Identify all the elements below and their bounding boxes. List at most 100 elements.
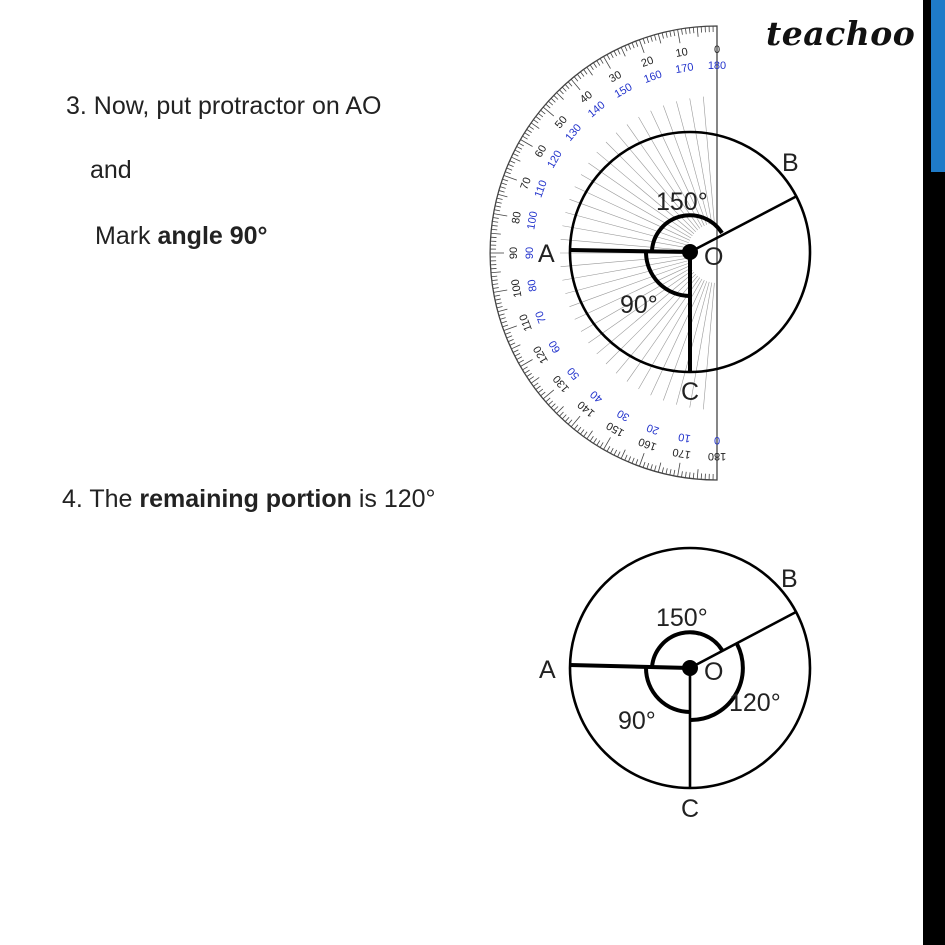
protractor-tick [570,415,581,428]
protractor-tick [492,283,499,285]
protractor-tick [613,449,618,456]
protractor-tick [491,279,498,282]
protractor-tick [493,213,508,217]
protractor-tick [537,388,544,394]
protractor-tick [500,182,507,186]
protractor-tick [603,437,611,450]
protractor-tick [514,352,521,357]
protractor-tick [496,197,503,200]
protractor-tick [499,317,506,320]
protractor-tick [507,338,514,343]
protractor-tick [688,472,691,479]
protractor-tick [646,463,650,470]
protractor-tick [498,190,505,193]
bottom-ray-ob [689,610,797,670]
protractor-tick [503,174,517,181]
protractor-tick [533,119,539,124]
protractor-inner-label: 0 [714,434,720,446]
protractor-tick [610,52,614,59]
protractor-ray [574,265,690,320]
protractor-tick [522,135,528,140]
protractor-inner-label: 160 [642,68,663,86]
protractor-tick [631,457,635,464]
bottom-angle-120: 120° [729,689,781,717]
protractor-tick [580,71,585,77]
protractor-tick [583,431,588,437]
protractor-ray [676,281,710,405]
protractor-tick [620,47,626,57]
protractor-outer-label: 20 [640,54,656,69]
protractor-tick [497,308,508,313]
protractor-tick [502,178,509,182]
protractor-tick [580,429,585,435]
protractor-tick [493,289,508,293]
protractor-outer-label: 160 [637,435,658,453]
protractor-tick [516,146,523,150]
protractor-ray [689,282,713,408]
protractor-tick [567,81,573,87]
bottom-arc-120 [689,643,745,723]
protractor-tick [520,359,533,367]
protractor-tick [518,142,524,147]
protractor-tick [556,92,564,100]
protractor-tick [522,366,528,371]
protractor-tick [669,30,672,37]
protractor-tick [550,403,556,409]
protractor-tick [603,56,611,69]
protractor-tick [502,324,509,328]
slide-accent-bar [931,0,945,172]
top-label-a: A [538,240,555,268]
protractor-tick [673,30,676,37]
protractor-tick [596,440,601,446]
protractor-tick [561,86,567,92]
bottom-label-a: A [539,656,556,684]
slide-edge-bar [923,0,945,945]
protractor-tick [685,28,687,35]
top-circle-figure: A B C O 150° 90° [538,130,812,406]
step4-instruction: 4. The remaining portion is 120° [62,485,436,513]
protractor-outer-scale: 0102030405060708090100110120130140150160… [508,44,726,462]
protractor-tick [553,95,559,100]
protractor-tick [599,58,604,64]
protractor-ray [638,116,703,228]
bottom-angle-150: 150° [656,604,708,632]
protractor-tick [530,377,540,384]
protractor-tick [692,27,695,34]
bottom-label-o: O [704,658,723,686]
top-label-b: B [782,149,799,177]
protractor-ray [596,151,695,234]
protractor-inner-label: 30 [615,407,632,424]
step3-and: and [90,156,132,184]
protractor-tick [665,31,668,38]
protractor-inner-label: 70 [533,309,548,325]
protractor-ray [569,262,689,307]
protractor-ray [562,225,688,249]
protractor-outer-label: 10 [675,46,689,60]
protractor-ray [650,110,705,226]
protractor-tick [548,400,554,406]
protractor-tick [685,471,687,478]
protractor-tick [497,193,508,198]
top-ray-ob [689,194,798,254]
protractor-tick [610,447,614,454]
protractor-tick [498,313,505,316]
protractor-ray [580,174,692,239]
protractor-tick [567,419,573,425]
protractor-tick [692,472,695,479]
protractor-tick [537,112,544,118]
protractor-tick [635,40,639,47]
protractor-tick [495,201,502,204]
protractor-ray [562,257,688,281]
protractor-ray [580,267,692,332]
protractor-ticks [490,26,718,480]
protractor-tick [511,344,521,350]
bottom-circle-figure: A B C O 150° 90° 120° [539,546,812,823]
protractor-tick [599,442,604,448]
protractor-tick [593,438,597,444]
protractor-ray [569,199,689,244]
top-angle-90: 90° [620,291,658,319]
protractor-outer-label: 170 [672,446,692,461]
protractor-tick [496,306,503,309]
protractor-tick [506,167,513,171]
protractor-tick [665,468,668,475]
